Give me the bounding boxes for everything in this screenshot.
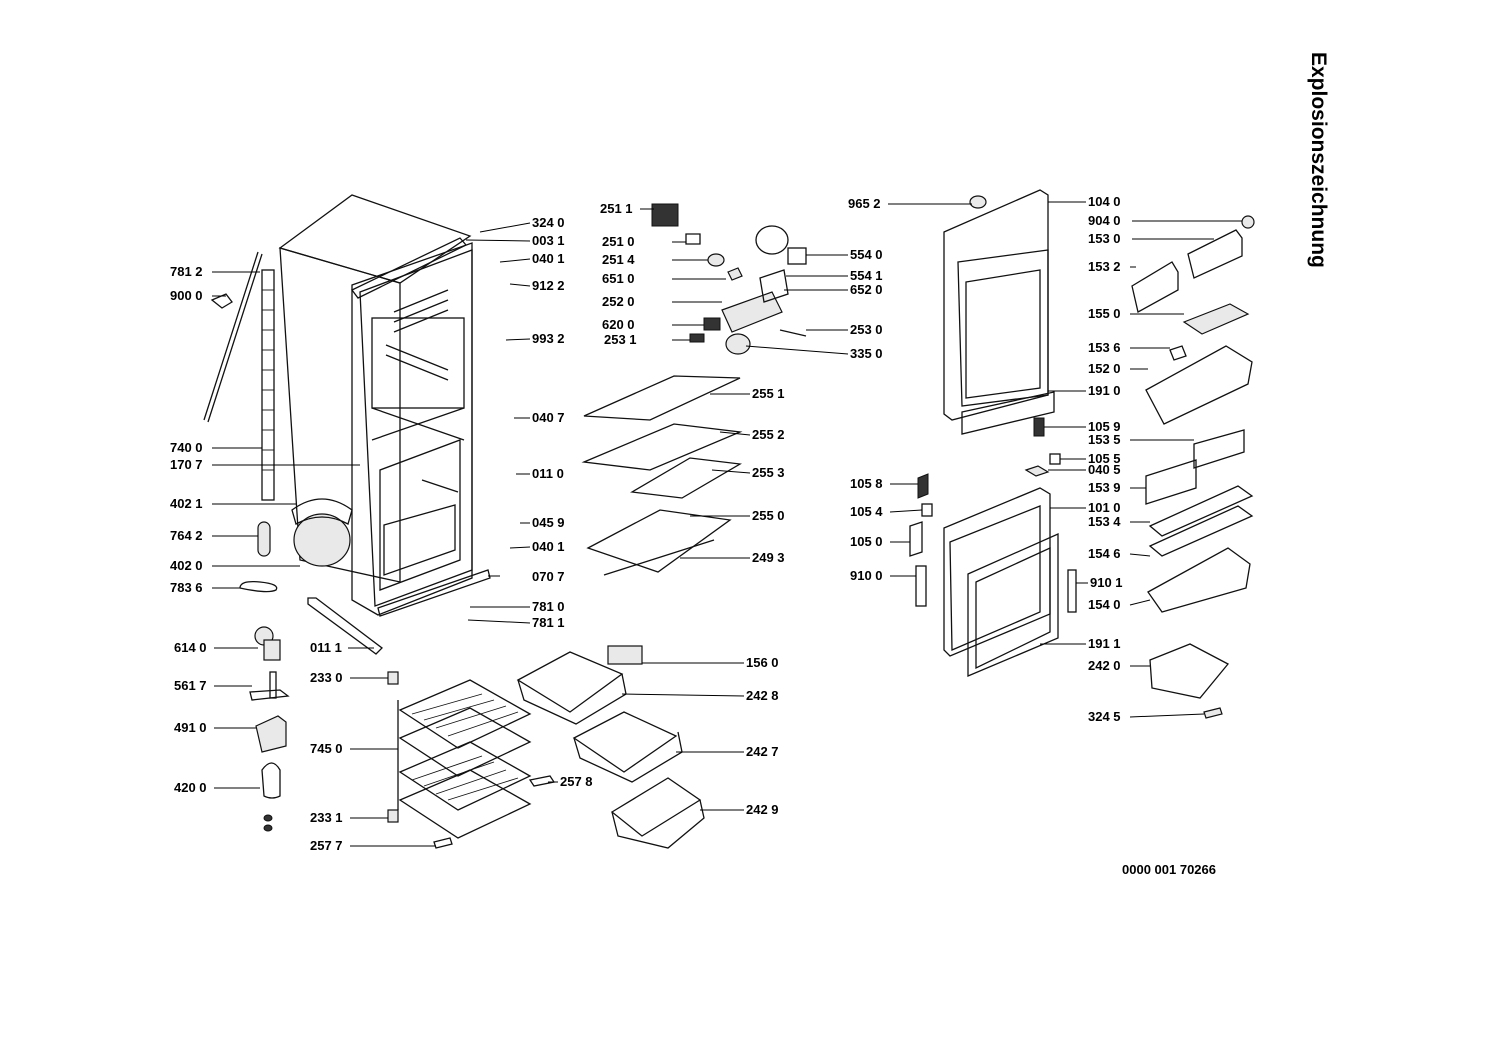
callout-label: 652 0 [850,282,883,297]
callout-label: 561 7 [174,678,207,693]
callout-label: 156 0 [746,655,779,670]
thermostat-housing-parts [651,203,807,355]
callout-label: 152 0 [1088,361,1121,376]
callout-label: 153 6 [1088,340,1121,355]
callout-label: 153 4 [1088,514,1121,529]
callout-label: 253 1 [604,332,637,347]
callout-label: 242 7 [746,744,779,759]
callout-label: 242 9 [746,802,779,817]
callout-label: 003 1 [532,233,565,248]
callout-label: 253 0 [850,322,883,337]
callout-label: 155 0 [1088,306,1121,321]
callout-label: 242 8 [746,688,779,703]
callout-label: 191 1 [1088,636,1121,651]
callout-label: 040 1 [532,251,565,266]
callout-label: 402 1 [170,496,203,511]
callout-label: 740 0 [170,440,203,455]
callout-label: 651 0 [602,271,635,286]
callout-label: 070 7 [532,569,565,584]
callout-label: 781 1 [532,615,565,630]
callout-label: 153 0 [1088,231,1121,246]
callout-labels: 781 2 900 0 740 0 170 7 402 1 764 2 402 … [170,194,1123,853]
callout-label: 255 3 [752,465,785,480]
callout-label: 745 0 [310,741,343,756]
callout-label: 105 4 [850,504,883,519]
callout-label: 040 1 [532,539,565,554]
callout-label: 491 0 [174,720,207,735]
callout-label: 170 7 [170,457,203,472]
callout-label: 993 2 [532,331,565,346]
doors [943,189,1059,677]
callout-label: 233 0 [310,670,343,685]
callout-label: 011 0 [532,466,564,481]
document-number: 0000 001 70266 [1122,862,1216,877]
callout-label: 554 1 [850,268,883,283]
callout-label: 420 0 [174,780,207,795]
callout-label: 242 0 [1088,658,1121,673]
callout-label: 233 1 [310,810,343,825]
callout-label: 255 2 [752,427,785,442]
callout-label: 764 2 [170,528,203,543]
callout-label: 910 0 [850,568,883,583]
callout-label: 783 6 [170,580,203,595]
callout-label: 900 0 [170,288,203,303]
callout-label: 910 1 [1090,575,1123,590]
callout-label: 154 0 [1088,597,1121,612]
cabinet-back-parts [203,251,383,655]
thermostat-parts [249,626,290,832]
callout-label: 191 0 [1088,383,1121,398]
leader-lines [212,201,1242,847]
callout-label: 324 5 [1088,709,1121,724]
callout-label: 255 1 [752,386,785,401]
callout-label: 965 2 [848,196,881,211]
callout-label: 153 9 [1088,480,1121,495]
callout-label: 105 8 [850,476,883,491]
callout-label: 912 2 [532,278,565,293]
callout-label: 105 0 [850,534,883,549]
callout-label: 257 7 [310,838,343,853]
callout-label: 251 0 [602,234,635,249]
callout-label: 011 1 [310,640,342,655]
callout-label: 153 5 [1088,432,1121,447]
callout-label: 255 0 [752,508,785,523]
callout-label: 153 2 [1088,259,1121,274]
callout-label: 101 0 [1088,500,1121,515]
callout-label: 614 0 [174,640,207,655]
callout-label: 251 1 [600,201,633,216]
callout-label: 904 0 [1088,213,1121,228]
callout-label: 040 7 [532,410,565,425]
crisper-drawers [516,645,705,849]
callout-label: 554 0 [850,247,883,262]
callout-label: 324 0 [532,215,565,230]
callout-label: 249 3 [752,550,785,565]
callout-label: 105 5 [1088,451,1121,466]
door-small-parts [909,195,1255,719]
callout-label: 335 0 [850,346,883,361]
callout-label: 045 9 [532,515,565,530]
callout-label: 257 8 [560,774,593,789]
callout-label: 040 5 [1088,462,1121,477]
callout-label: 781 0 [532,599,565,614]
callout-label: 154 6 [1088,546,1121,561]
callout-label: 402 0 [170,558,203,573]
callout-label: 620 0 [602,317,635,332]
callout-label: 251 4 [602,252,635,267]
cabinet-body [278,194,491,617]
callout-label: 781 2 [170,264,203,279]
wire-shelves [387,671,532,849]
callout-label: 252 0 [602,294,635,309]
page-title: Explosionszeichnung [1307,52,1330,268]
callout-label: 104 0 [1088,194,1121,209]
glass-shelves [581,375,743,576]
callout-label: 105 9 [1088,419,1121,434]
